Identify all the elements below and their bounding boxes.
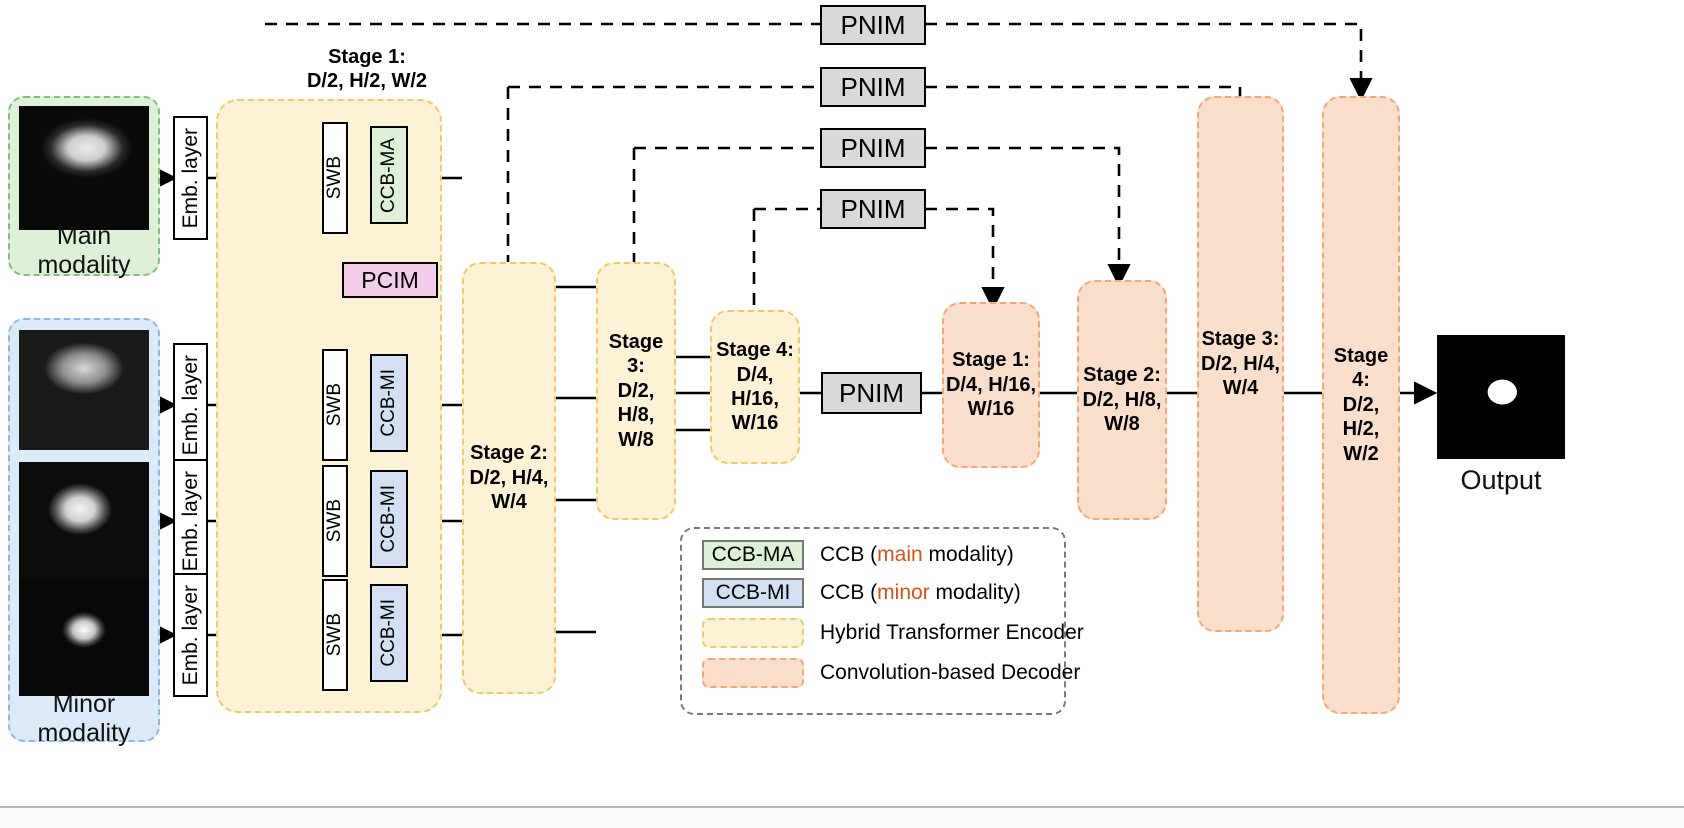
- decoder-stage-4-line2: D/2, H/2,: [1342, 393, 1380, 441]
- legend-text-post: modality): [929, 581, 1021, 604]
- decoder-stage-1-line3: W/16: [967, 398, 1015, 421]
- encoder-stage1-caption-line2: D/2, H/2, W/2: [306, 70, 428, 92]
- decoder-stage-3-line2: D/2, H/4,: [1201, 352, 1280, 375]
- pcim-label: PCIM: [361, 266, 419, 293]
- pcim-module[interactable]: PCIM: [342, 262, 438, 298]
- decoder-stage-2-line3: W/8: [1104, 413, 1140, 436]
- minor-modality-image-3: [19, 578, 149, 696]
- emb-layer-label: Emb. layer: [178, 354, 202, 456]
- skip-pnim-4[interactable]: PNIM: [820, 189, 926, 229]
- swb-label: SWB: [324, 383, 345, 427]
- decoder-stage-1: Stage 1: D/4, H/16, W/16: [942, 302, 1040, 468]
- encoder-stage-3: Stage 3: D/2, H/8, W/8: [596, 262, 676, 520]
- ccb-mi-block-1[interactable]: CCB-MI: [370, 354, 408, 452]
- swb-label: SWB: [324, 613, 345, 657]
- legend-swatch-label: CCB-MA: [711, 543, 795, 566]
- encoder-stage-3-line2: D/2, H/8,: [617, 379, 655, 427]
- decoder-stage-3-line3: W/4: [1222, 377, 1259, 400]
- pnim-label: PNIM: [840, 71, 906, 102]
- ccb-mi-block-3[interactable]: CCB-MI: [370, 584, 408, 682]
- output-segmentation-image: [1437, 335, 1565, 459]
- minor-modality-label: Minor modality: [37, 690, 131, 747]
- swb-label: SWB: [324, 156, 345, 200]
- decoder-stage-2: Stage 2: D/2, H/8, W/8: [1077, 280, 1167, 520]
- encoder-stage-4-line3: W/16: [731, 412, 779, 435]
- decoder-stage-4-line3: W/2: [1343, 442, 1379, 465]
- legend-text-ccb-main: CCB (main modality): [820, 543, 1014, 567]
- legend-box: [680, 527, 1066, 715]
- ccb-mi-label: CCB-MI: [378, 369, 399, 437]
- skip-pnim-1[interactable]: PNIM: [820, 5, 926, 45]
- skip-pnim-2[interactable]: PNIM: [820, 67, 926, 107]
- decoder-stage-2-line1: Stage 2:: [1083, 364, 1161, 387]
- swb-block-4[interactable]: SWB: [322, 579, 348, 691]
- ccb-mi-label: CCB-MI: [378, 599, 399, 667]
- main-modality-image: [19, 106, 149, 230]
- pnim-label: PNIM: [839, 377, 904, 408]
- encoder-stage1-caption: Stage 1: D/2, H/2, W/2: [262, 46, 472, 92]
- legend-text-pre: CCB (: [820, 581, 878, 604]
- bottleneck-pnim[interactable]: PNIM: [821, 372, 922, 414]
- swb-block-1[interactable]: SWB: [322, 122, 348, 234]
- decoder-stage-4: Stage 4: D/2, H/2, W/2: [1322, 96, 1400, 714]
- skip-pnim-3[interactable]: PNIM: [820, 128, 926, 168]
- ccb-mi-label: CCB-MI: [378, 485, 399, 553]
- legend-swatch-encoder: [702, 618, 804, 648]
- output-label: Output: [1460, 464, 1542, 495]
- bottom-bar: [0, 806, 1684, 828]
- legend-swatch-label: CCB-MI: [715, 581, 791, 604]
- legend-text-pre: CCB (: [820, 543, 878, 566]
- legend-text-post: modality): [922, 543, 1014, 566]
- emb-layer-label: Emb. layer: [178, 470, 202, 572]
- emb-layer-minor-3[interactable]: Emb. layer: [173, 573, 208, 697]
- decoder-stage-4-line1: Stage 4:: [1333, 345, 1389, 392]
- encoder-stage-3-line3: W/8: [618, 428, 654, 451]
- encoder-stage-2-line2: D/2, H/4,: [469, 466, 549, 489]
- swb-label: SWB: [324, 499, 345, 543]
- legend-swatch-ccb-mi: CCB-MI: [702, 578, 804, 608]
- legend-text-accent: minor: [877, 581, 930, 604]
- encoder-stage1-caption-line1: Stage 1:: [328, 45, 406, 68]
- emb-layer-main[interactable]: Emb. layer: [173, 116, 208, 240]
- minor-modality-image-2: [19, 462, 149, 580]
- pnim-label: PNIM: [840, 9, 906, 40]
- main-modality-label: Main modality: [37, 222, 131, 279]
- emb-layer-minor-2[interactable]: Emb. layer: [173, 459, 208, 583]
- encoder-stage-2: Stage 2: D/2, H/4, W/4: [462, 262, 556, 694]
- ccb-mi-block-2[interactable]: CCB-MI: [370, 470, 408, 568]
- pnim-label: PNIM: [840, 132, 906, 163]
- encoder-stage-3-line1: Stage 3:: [608, 331, 664, 378]
- legend-swatch-ccb-ma: CCB-MA: [702, 540, 804, 570]
- legend-text-decoder: Convolution-based Decoder: [820, 661, 1081, 684]
- pnim-label: PNIM: [840, 193, 906, 224]
- encoder-stage-4: Stage 4: D/4, H/16, W/16: [710, 310, 800, 464]
- emb-layer-label: Emb. layer: [178, 584, 202, 686]
- encoder-stage-2-line1: Stage 2:: [470, 442, 548, 465]
- minor-modality-image-1: [19, 330, 149, 450]
- legend-swatch-decoder: [702, 658, 804, 688]
- encoder-stage-4-line1: Stage 4:: [716, 339, 794, 362]
- decoder-stage-3: Stage 3: D/2, H/4, W/4: [1197, 96, 1284, 632]
- ccb-ma-block[interactable]: CCB-MA: [370, 126, 408, 224]
- emb-layer-minor-1[interactable]: Emb. layer: [173, 343, 208, 467]
- ccb-ma-label: CCB-MA: [378, 137, 399, 213]
- decoder-stage-1-line2: D/4, H/16,: [945, 373, 1037, 396]
- encoder-stage-4-line2: D/4, H/16,: [731, 363, 779, 410]
- decoder-stage-2-line2: D/2, H/8,: [1082, 388, 1162, 411]
- legend-text-accent: main: [877, 543, 923, 566]
- decoder-stage-1-line1: Stage 1:: [952, 349, 1030, 372]
- swb-block-2[interactable]: SWB: [322, 349, 348, 461]
- emb-layer-label: Emb. layer: [178, 127, 202, 229]
- encoder-stage-2-line3: W/4: [491, 491, 527, 514]
- legend-text-ccb-minor: CCB (minor modality): [820, 581, 1021, 605]
- decoder-stage-3-line1: Stage 3:: [1201, 328, 1280, 351]
- legend-text-encoder: Hybrid Transformer Encoder: [820, 621, 1084, 644]
- swb-block-3[interactable]: SWB: [322, 465, 348, 577]
